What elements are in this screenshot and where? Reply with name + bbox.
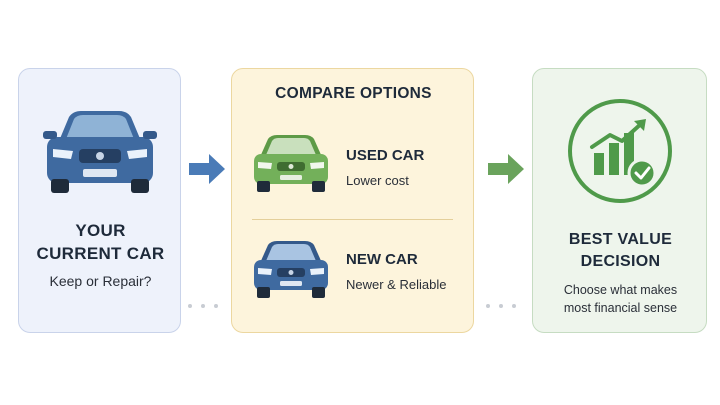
connector-dots-left: [188, 304, 218, 308]
decision-subtitle: Choose what makes most financial sense: [563, 283, 678, 315]
best-value-decision-panel: BEST VALUE DECISION Choose what makes mo…: [532, 68, 707, 333]
new-car-title: NEW CAR: [346, 251, 418, 268]
decision-title: BEST VALUE DECISION: [568, 231, 673, 270]
new-car-subtitle: Newer & Reliable: [346, 277, 447, 292]
rising-chart-check-icon: [568, 99, 672, 203]
options-divider: [252, 219, 453, 220]
connector-dots-right: [486, 304, 516, 308]
used-car-subtitle: Lower cost: [346, 173, 409, 188]
right-arrow-icon: [189, 154, 225, 184]
blue-car-icon: [254, 241, 328, 298]
used-car-title: USED CAR: [346, 147, 425, 164]
compare-options-title: COMPARE OPTIONS: [275, 85, 432, 102]
blue-car-icon: [43, 111, 157, 193]
right-arrow-icon: [488, 154, 524, 184]
current-car-subtitle: Keep or Repair?: [49, 273, 152, 289]
current-car-title: YOUR CURRENT CAR: [36, 221, 165, 263]
compare-options-panel: COMPARE OPTIONS USED CAR Lower cost NEW …: [231, 68, 474, 333]
green-car-icon: [254, 135, 328, 192]
current-car-panel: YOUR CURRENT CAR Keep or Repair?: [18, 68, 181, 333]
